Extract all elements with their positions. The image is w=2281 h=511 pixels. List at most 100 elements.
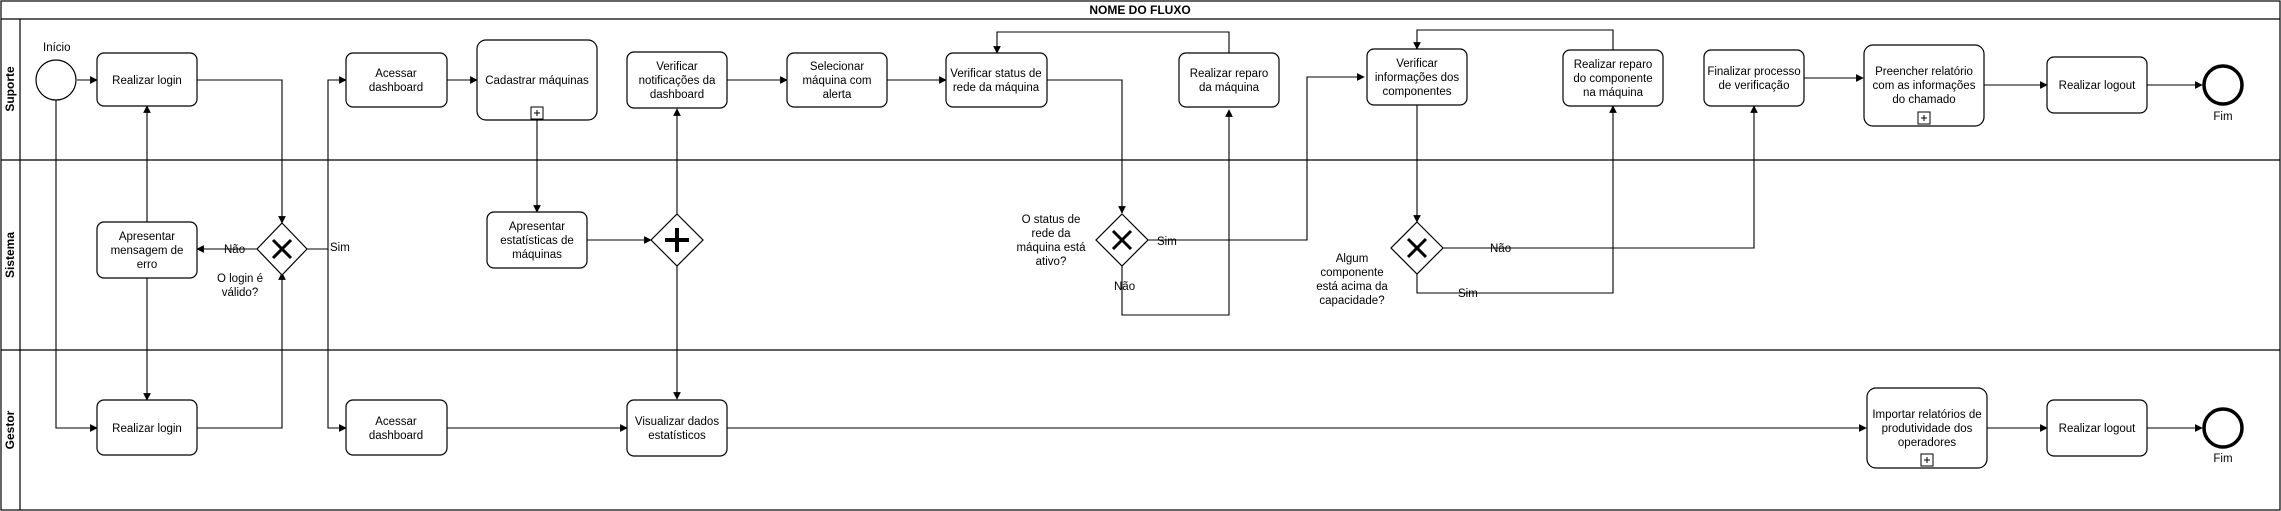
sequence-flows (55, 29, 2203, 432)
lane-sistema-title: Sistema (3, 232, 17, 278)
task-label-line: Realizar login (112, 75, 182, 87)
flow-gateway-sim-to-suporte-dashboard (307, 76, 347, 250)
exclusive-x-icon (1406, 237, 1428, 259)
task-label-line: Realizar reparo (1190, 68, 1269, 80)
task-verificar-notificacoes[interactable]: Verificar notificações da dashboard (626, 51, 728, 109)
task-importar-relatorios[interactable]: Importar relatórios de produtividade dos… (1866, 387, 1988, 469)
task-box (345, 399, 448, 456)
flow-gateway-sim-to-gestor-dashboard (327, 249, 347, 432)
gateway-status-label-line: ativo? (1036, 256, 1067, 268)
subprocess-plus-icon-mark (534, 110, 540, 116)
task-label-line: Realizar logout (2059, 423, 2137, 435)
flow-comp-nao-to-finalizar (1443, 105, 1758, 249)
task-suporte-login[interactable]: Realizar login (96, 52, 198, 107)
flow-suporte-login-to-gateway (197, 79, 286, 224)
label-status-nao: Não (1114, 281, 1135, 293)
task-label-line: máquina com (802, 75, 871, 87)
task-box (476, 39, 598, 121)
task-label-line: da máquina (1199, 82, 1260, 94)
task-box (1866, 387, 1988, 469)
flow-reparo-to-status (993, 31, 1230, 54)
task-realizar-reparo-maquina[interactable]: Realizar reparo da máquina (1178, 52, 1280, 108)
task-box (345, 52, 448, 108)
task-label-line: produtividade dos (1882, 423, 1973, 435)
lane-gestor-title: Gestor (3, 410, 17, 449)
task-box (626, 51, 728, 109)
gateway-comp-label-line: Algum (1336, 253, 1369, 265)
gateway-parallel (650, 213, 704, 267)
task-label-line: dashboard (650, 89, 704, 101)
task-gestor-login[interactable]: Realizar login (96, 399, 198, 456)
end-event-gestor-label: Fim (2213, 453, 2232, 465)
task-apresentar-estatisticas[interactable]: Apresentar estatísticas de máquinas (486, 211, 588, 269)
task-label-line: máquinas (512, 249, 562, 261)
task-label-line: Apresentar (119, 231, 175, 243)
task-box (1178, 52, 1280, 108)
task-box (96, 399, 198, 456)
task-label-line: Acessar (375, 68, 417, 80)
task-label-line: estatísticos (648, 430, 706, 442)
task-box (96, 52, 198, 107)
gateway-comp-label-line: capacidade? (1319, 295, 1384, 307)
gateway-login-label-line: válido? (222, 287, 258, 299)
task-label-line: Preencher relatório (1875, 66, 1973, 78)
events: Início Fim Fim (35, 42, 2244, 465)
task-label-line: mensagem de (111, 245, 184, 257)
start-event (35, 59, 77, 101)
task-verificar-status[interactable]: Verificar status de rede da máquina (945, 52, 1048, 108)
flow-status-sim-to-info (1148, 73, 1365, 241)
task-label-line: Visualizar dados (635, 416, 719, 428)
pool-title: NOME DO FLUXO (1089, 3, 1190, 17)
flow-status-to-gateway (1047, 79, 1126, 214)
task-reparo-componente[interactable]: Realizar reparo do componente na máquina (1562, 49, 1664, 107)
exclusive-x-icon (271, 238, 293, 260)
task-finalizar-processo[interactable]: Finalizar processo de verificação (1703, 49, 1805, 107)
task-label-line: notificações da (639, 75, 716, 87)
task-box (1863, 44, 1985, 127)
task-label-line: componentes (1382, 86, 1451, 98)
gateway-login: O login é válido? (217, 222, 308, 299)
task-box (1366, 48, 1468, 106)
flow-labels: Não Sim Sim Não Não Sim (224, 236, 1511, 300)
exclusive-x-icon (1111, 229, 1133, 251)
task-apresentar-erro[interactable]: Apresentar mensagem de erro (96, 221, 198, 279)
task-box (945, 52, 1048, 108)
task-suporte-logout[interactable]: Realizar logout (2046, 56, 2148, 114)
start-event-label: Início (43, 42, 71, 54)
task-label-line: Verificar (1396, 58, 1438, 70)
task-label-line: erro (137, 259, 157, 271)
task-cadastrar-maquinas[interactable]: Cadastrar máquinas (476, 39, 598, 121)
flow-gestor-login-to-gateway (197, 272, 286, 429)
task-selecionar-maquina[interactable]: Selecionar máquina com alerta (786, 52, 888, 108)
task-label-line: Realizar reparo (1574, 59, 1653, 71)
task-verificar-componentes[interactable]: Verificar informações dos componentes (1366, 48, 1468, 106)
task-box (2046, 399, 2148, 457)
gateway-comp-label-line: componente (1320, 267, 1383, 279)
task-box (1703, 49, 1805, 107)
task-label-line: Verificar status de (950, 68, 1041, 80)
task-visualizar-dados[interactable]: Visualizar dados estatísticos (626, 399, 728, 457)
gateway-status: O status de rede da máquina está ativo? (1016, 213, 1149, 268)
task-label-line: com as informações (1873, 80, 1976, 92)
task-box (786, 52, 888, 108)
end-event-gestor (2202, 407, 2244, 449)
label-comp-sim: Sim (1458, 288, 1478, 300)
task-label-line: Apresentar (509, 221, 565, 233)
task-label-line: Selecionar (810, 61, 865, 73)
label-comp-nao: Não (1490, 243, 1511, 255)
task-label-line: Realizar login (112, 423, 182, 435)
task-preencher-relatorio[interactable]: Preencher relatório com as informações d… (1863, 44, 1985, 127)
lanes: Suporte Sistema Gestor (1, 19, 2280, 510)
task-label-line: do chamado (1892, 94, 1955, 106)
task-suporte-dashboard[interactable]: Acessar dashboard (345, 52, 448, 108)
task-label-line: Realizar logout (2059, 80, 2137, 92)
subprocess-plus-icon-mark (1924, 457, 1930, 463)
task-label-line: operadores (1898, 437, 1956, 449)
task-gestor-logout[interactable]: Realizar logout (2046, 399, 2148, 457)
task-label-line: Importar relatórios de (1872, 409, 1981, 421)
task-box (626, 399, 728, 457)
task-gestor-dashboard[interactable]: Acessar dashboard (345, 399, 448, 456)
